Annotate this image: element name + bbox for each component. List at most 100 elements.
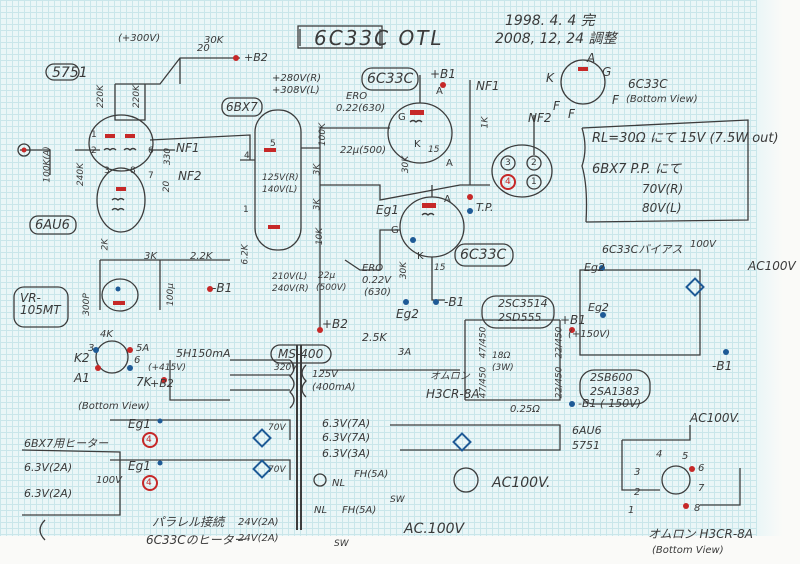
6au6-plate — [116, 187, 126, 191]
sec-6-3-a: 6.3V(7A) — [322, 417, 371, 430]
mb1-terminal — [207, 286, 213, 292]
vr-pin-7k — [127, 365, 133, 371]
r2-2k: 2.2K — [190, 251, 213, 262]
vr105-plate — [113, 301, 125, 305]
cap-22-b: 22/450 — [554, 366, 565, 399]
bias-supply-frame — [579, 269, 701, 356]
omron-label: オムロン — [430, 371, 470, 382]
rg-lower: 30K — [399, 261, 410, 280]
5751-pin7: 7 — [148, 171, 154, 181]
label-b240: 240V(R) — [272, 284, 309, 294]
primary-winding — [301, 364, 307, 398]
bias-title: 6C33Cバイアス — [602, 243, 683, 256]
bridge-heater — [452, 432, 472, 452]
label-box-2sb600 — [579, 369, 651, 405]
b2-choke-terminal — [161, 377, 167, 383]
heater-24v-a: 24V(2A) — [238, 517, 279, 528]
cap-22-a: 22/450 — [554, 326, 565, 359]
pinout-k: K — [546, 71, 554, 85]
nl-bottom: NL — [314, 505, 328, 516]
r30k: 30K — [204, 35, 224, 46]
tube-5751-envelope — [88, 114, 154, 172]
6c33c-pinout-circle — [560, 59, 606, 105]
heater-5751: 5751 — [572, 439, 600, 452]
5751-heater-b — [123, 147, 137, 151]
timer-ac: AC100V. — [690, 411, 741, 425]
eg1-supply-wires — [110, 419, 291, 480]
bias-100: 100V — [690, 239, 716, 250]
nf-resistor: 1K — [480, 116, 491, 129]
vr105-cathode — [115, 286, 121, 292]
regulator-frame — [464, 319, 561, 401]
wire-nf — [149, 134, 255, 161]
6c33c-upper-grid — [409, 119, 423, 123]
r18: 18Ω — [492, 351, 511, 361]
label-tb1-reg: +B1 — [560, 313, 586, 327]
vr-pin-a1 — [95, 365, 101, 371]
vr-label-k2: K2 — [74, 351, 90, 365]
r2k: 2K — [100, 238, 111, 251]
switch-label: SW — [390, 495, 405, 505]
6c33c-lower-cathode: K — [417, 251, 424, 262]
6bx7-pin4: 4 — [244, 151, 250, 161]
eg2-bias-terminal-a — [599, 265, 605, 271]
pinout-f2: F — [568, 107, 575, 121]
label-b2-bottom: +B2 — [322, 317, 348, 331]
fuse-label: FH(5A) — [354, 469, 389, 480]
reg-npn: 2SC3514 — [498, 297, 548, 310]
vr-pin-5a — [127, 347, 133, 353]
volume-100k: 100K(A) — [42, 146, 53, 183]
eg2-terminal — [403, 299, 409, 305]
pinout-f3: F — [612, 93, 619, 107]
nf1-out-label: NF1 — [476, 79, 500, 93]
spec-line-4: 80V(L) — [642, 201, 682, 215]
heater-6-3-b: 6.3V(2A) — [24, 487, 73, 500]
tube-label-6c33c-lower: 6C33C — [460, 247, 507, 263]
c22u-b-voltage: (500V) — [316, 283, 347, 293]
sec-70-b: 70V — [268, 465, 286, 475]
rk-lower: 15 — [434, 263, 446, 273]
label-tb1: +B1 — [430, 67, 456, 81]
wire-input — [20, 149, 100, 175]
tube-vr105-envelope — [101, 278, 139, 312]
nf2-label: NF2 — [178, 169, 202, 183]
b2-choke-label: +B2 — [150, 377, 174, 390]
timer-pin8 — [683, 503, 689, 509]
5751-heater-a — [103, 147, 117, 151]
r3k-b: 3K — [312, 198, 323, 211]
heater-24v-b: 24V(2A) — [238, 533, 279, 544]
vr-pinout-view: (Bottom View) — [78, 401, 150, 412]
ac-outlet-symbol — [453, 467, 479, 493]
r220k-b: 220K — [132, 84, 143, 109]
c22u-a: 22μ(500) — [340, 145, 386, 156]
terminal-1-label: 1 — [531, 177, 537, 187]
label-box-2sc3514 — [481, 295, 555, 329]
6bx7-plate-b — [268, 225, 280, 229]
timer-pin1: 1 — [628, 505, 635, 516]
timer-pin2: 2 — [634, 487, 641, 498]
sec-6-3-c: 6.3V(3A) — [322, 447, 371, 460]
eg1-supply-a: Eg1 — [128, 417, 151, 431]
tube-6au6-envelope — [96, 167, 146, 233]
pinout-name: 6C33C — [628, 77, 668, 91]
r10k: 10K — [315, 227, 326, 246]
neon-lamp-label: NL — [332, 478, 346, 489]
output-terminal-block — [491, 144, 553, 198]
wire-driver — [301, 127, 390, 330]
timer-pin5: 5 — [682, 451, 689, 462]
6bx7-pin1: 1 — [243, 205, 249, 215]
eg2-bias-terminal-b — [600, 312, 606, 318]
timer-wire-b — [700, 468, 741, 506]
ero-a-value: 0.22(630) — [336, 103, 386, 114]
label-b125: 125V(R) — [262, 173, 299, 183]
input-jack-center — [21, 147, 27, 153]
vr-label-a1: A1 — [74, 371, 90, 385]
reg-npn2: 2SD555 — [498, 311, 542, 324]
tube-label-5751: 5751 — [52, 65, 88, 81]
vr-pin-k2 — [93, 347, 99, 353]
vr-label-4k: 4K — [100, 329, 113, 340]
5751-pin2: 2 — [91, 146, 97, 156]
pin4-label-b: 4 — [146, 478, 152, 488]
